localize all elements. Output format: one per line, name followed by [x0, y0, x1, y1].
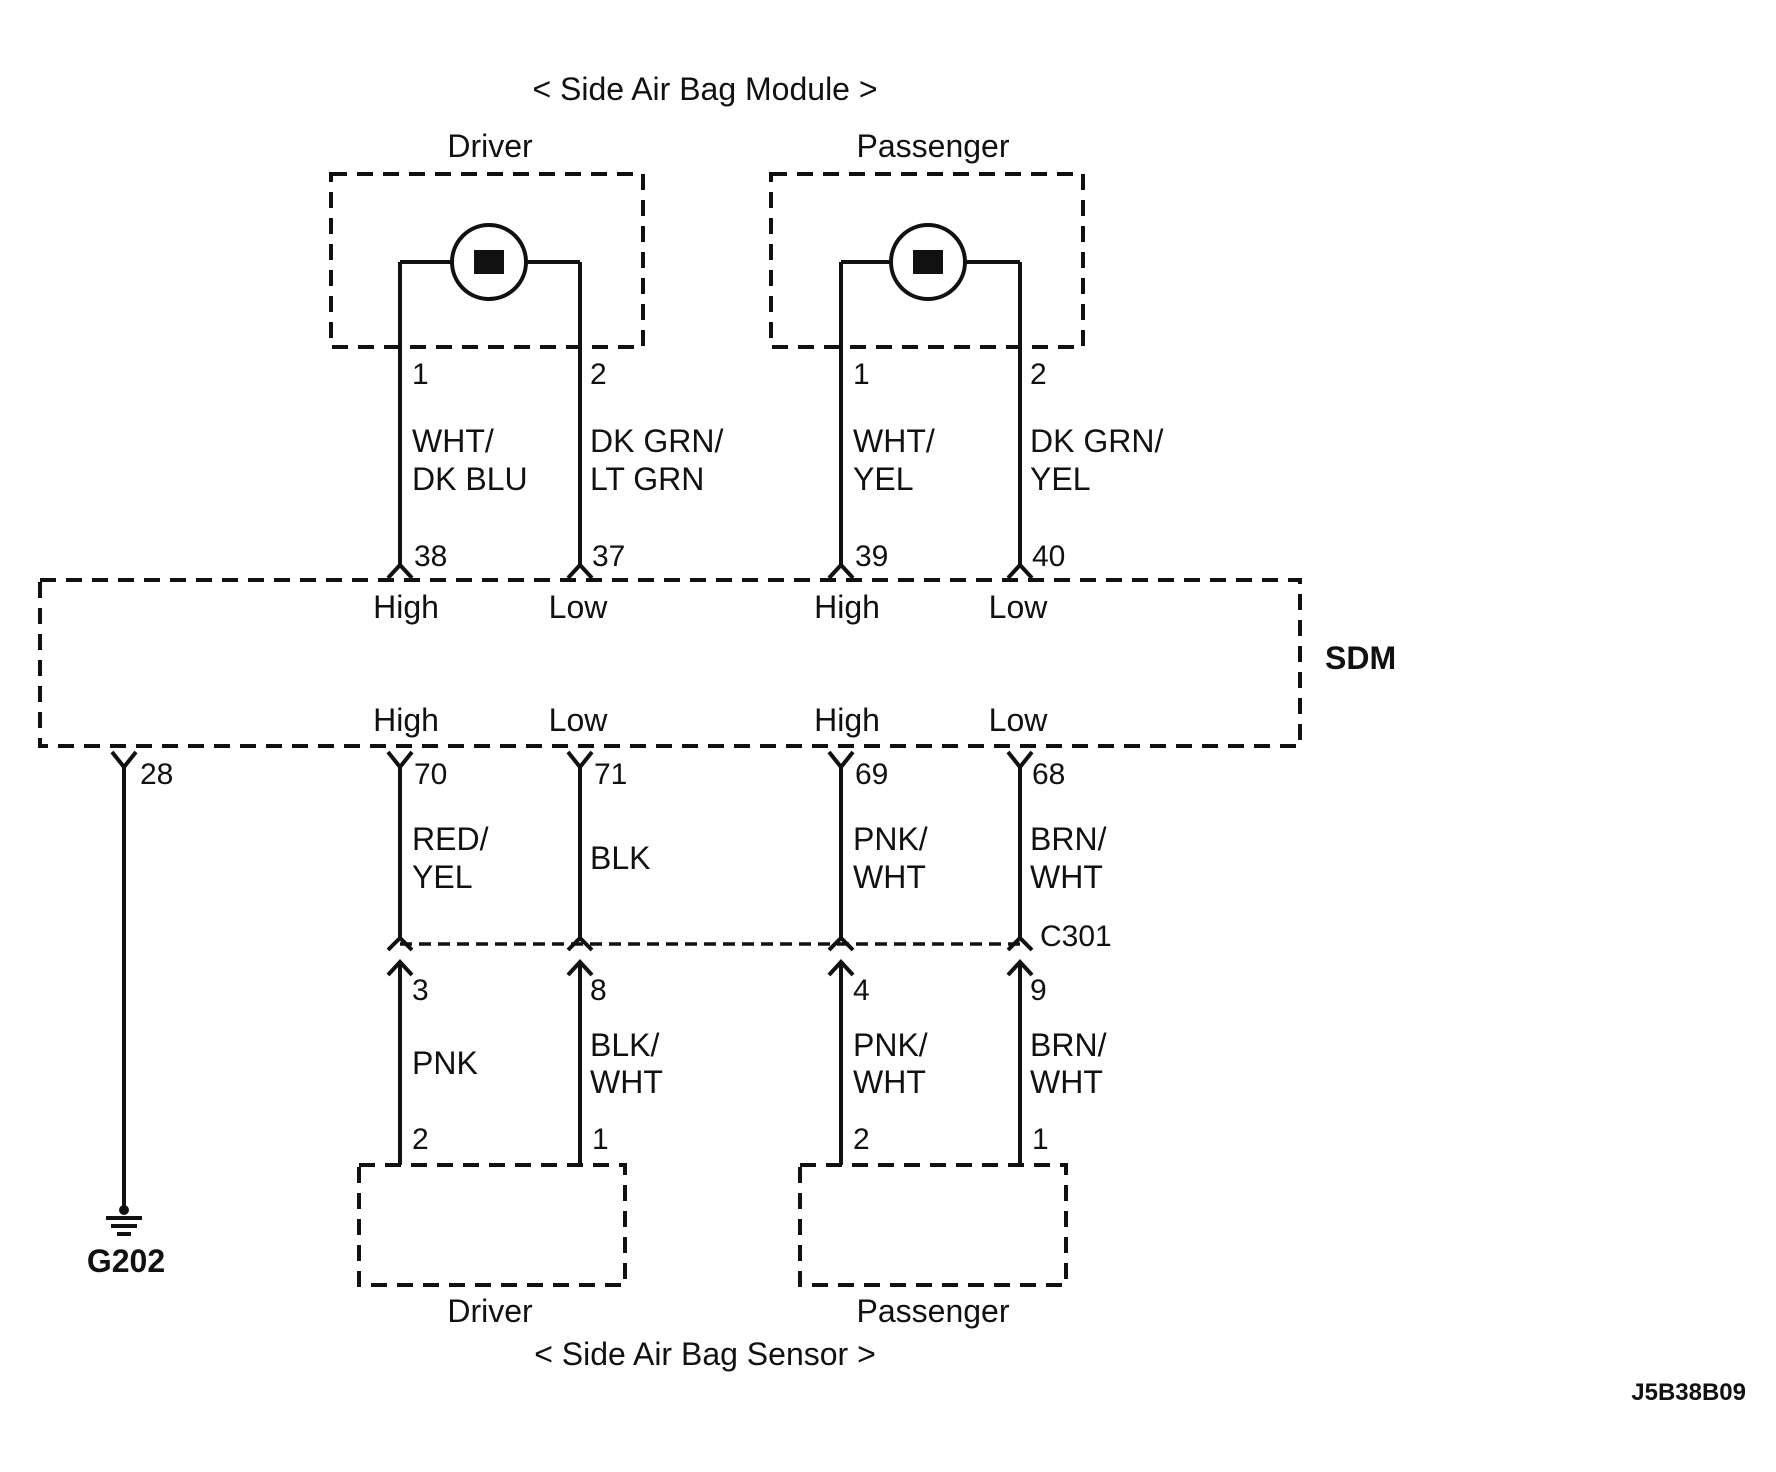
- lower-wire-driver-high: [386, 750, 414, 952]
- wire-color-label: WHT: [1030, 859, 1103, 895]
- wire-color-label: WHT/: [412, 423, 494, 459]
- sensor-pin: 1: [1032, 1123, 1049, 1156]
- c301-pin: 3: [412, 974, 429, 1007]
- c301-label: C301: [1040, 920, 1112, 953]
- c301-pin: 9: [1030, 974, 1047, 1007]
- wire-color-label: BLK: [590, 840, 650, 876]
- module-pin: 2: [1030, 358, 1047, 391]
- sdm-pin: 68: [1032, 758, 1065, 791]
- wire-color-label: PNK/: [853, 821, 928, 857]
- upper-wire-passenger-low: [1006, 262, 1034, 580]
- passenger-sensor-box: [798, 1163, 1068, 1287]
- upper-wire-driver-low: [566, 262, 594, 580]
- sensor-title: < Side Air Bag Sensor >: [534, 1336, 876, 1372]
- wire-color-label: WHT: [853, 859, 926, 895]
- sensor-wire-passenger-low: [1006, 959, 1034, 1165]
- wire-color-label: RED/: [412, 821, 489, 857]
- wire-color-label: LT GRN: [590, 461, 704, 497]
- sdm-terminal-label: High: [373, 589, 439, 625]
- module-pin: 1: [412, 358, 429, 391]
- sdm-terminal-label: Low: [549, 589, 609, 625]
- ground-wire: [110, 750, 138, 1212]
- wire-color-label: WHT/: [853, 423, 935, 459]
- driver-inflator-icon: [400, 223, 580, 301]
- wire-color-label: YEL: [853, 461, 913, 497]
- module-pin: 1: [853, 358, 870, 391]
- sdm-box: [38, 578, 1302, 748]
- module-pin: 2: [590, 358, 607, 391]
- sdm-label: SDM: [1325, 640, 1396, 676]
- driver-sensor-box: [357, 1163, 627, 1287]
- driver-module-label: Driver: [447, 128, 533, 164]
- sdm-terminal-label: High: [814, 589, 880, 625]
- sdm-terminal-label: Low: [989, 589, 1049, 625]
- c301-pin: 8: [590, 974, 607, 1007]
- wire-color-label: WHT: [590, 1064, 663, 1100]
- lower-wire-passenger-low: [1006, 750, 1034, 952]
- sdm-pin: 69: [855, 758, 888, 791]
- sensor-pin: 2: [412, 1123, 429, 1156]
- sdm-pin: 37: [592, 540, 625, 573]
- sdm-pin: 70: [414, 758, 447, 791]
- sensor-wire-passenger-high: [827, 959, 855, 1165]
- passenger-inflator-icon: [841, 223, 1020, 301]
- wire-color-label: DK BLU: [412, 461, 528, 497]
- wire-color-label: BLK/: [590, 1027, 659, 1063]
- sdm-pin: 38: [414, 540, 447, 573]
- wire-color-label: WHT: [1030, 1064, 1103, 1100]
- wire-color-label: WHT: [853, 1064, 926, 1100]
- sensor-wire-driver-high: [386, 959, 414, 1165]
- passenger-sensor-label: Passenger: [857, 1293, 1010, 1329]
- lower-wire-passenger-high: [827, 750, 855, 952]
- wire-color-label: DK GRN/: [1030, 423, 1163, 459]
- sdm-pin: 39: [855, 540, 888, 573]
- passenger-module-label: Passenger: [857, 128, 1010, 164]
- upper-wire-passenger-high: [827, 262, 855, 580]
- wire-color-label: YEL: [1030, 461, 1090, 497]
- sdm-pin: 71: [594, 758, 627, 791]
- wire-color-label: PNK/: [853, 1027, 928, 1063]
- sdm-terminal-label: Low: [989, 702, 1049, 738]
- sdm-terminal-label: High: [373, 702, 439, 738]
- wire-color-label: PNK: [412, 1045, 478, 1081]
- lower-wire-driver-low: [566, 750, 594, 952]
- sdm-pin: 40: [1032, 540, 1065, 573]
- ground-label: G202: [87, 1243, 165, 1279]
- sensor-pin: 1: [592, 1123, 609, 1156]
- ground-icon: [106, 1205, 142, 1236]
- wire-color-label: BRN/: [1030, 1027, 1107, 1063]
- passenger-airbag-module-box: [769, 172, 1085, 349]
- sdm-terminal-label: Low: [549, 702, 609, 738]
- driver-airbag-module-box: [329, 172, 645, 349]
- wire-color-label: YEL: [412, 859, 472, 895]
- upper-wire-driver-high: [386, 262, 414, 580]
- driver-sensor-label: Driver: [447, 1293, 533, 1329]
- figure-id: J5B38B09: [1631, 1379, 1746, 1406]
- wire-color-label: DK GRN/: [590, 423, 723, 459]
- ground-sdm-pin: 28: [140, 758, 173, 791]
- sensor-wire-driver-low: [566, 959, 594, 1165]
- sensor-pin: 2: [853, 1123, 870, 1156]
- module-title: < Side Air Bag Module >: [532, 71, 877, 107]
- c301-pin: 4: [853, 974, 870, 1007]
- sdm-terminal-label: High: [814, 702, 880, 738]
- wire-color-label: BRN/: [1030, 821, 1107, 857]
